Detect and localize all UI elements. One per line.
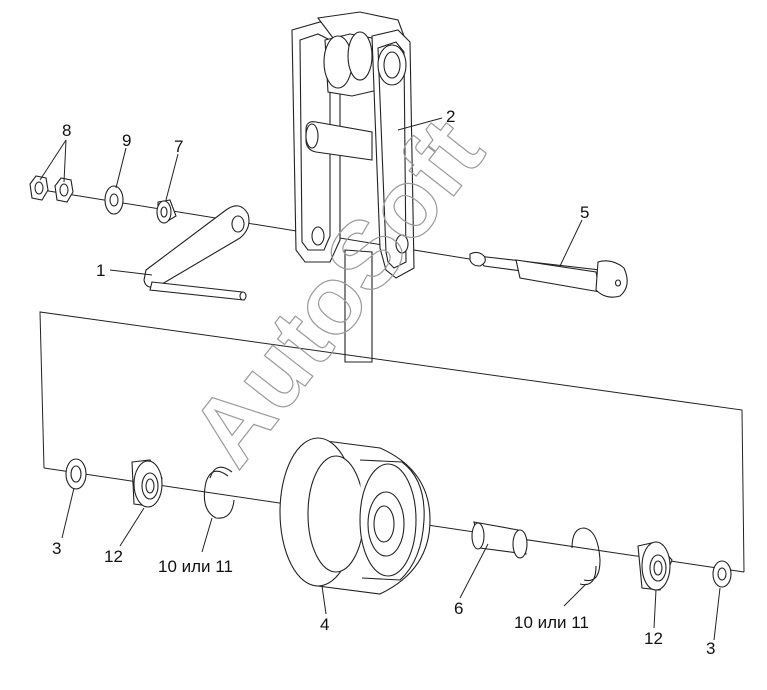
pulley-part-4 (279, 437, 431, 595)
lever-part-1 (143, 205, 250, 301)
leader-lines (39, 117, 721, 641)
label-part-8: 8 (62, 121, 71, 140)
sleeve-part-6 (471, 521, 528, 559)
nut-part-8 (29, 175, 74, 203)
label-part-4: 4 (320, 615, 329, 634)
label-part-7: 7 (174, 137, 183, 156)
label-part-12-right: 12 (644, 629, 663, 648)
label-part-3-right: 3 (706, 639, 715, 658)
label-part-6: 6 (454, 599, 463, 618)
label-part-3-left: 3 (52, 539, 61, 558)
spacer-part-3-left (65, 458, 87, 490)
circlip-part-10-right (571, 527, 601, 586)
part-labels: 8 9 7 1 2 5 3 12 10 или 11 4 6 10 или 11… (52, 107, 715, 658)
label-part-10-right: 10 или 11 (514, 613, 589, 632)
label-part-12-left: 12 (104, 547, 123, 566)
label-part-10-left: 10 или 11 (158, 557, 233, 576)
pin-part-5 (469, 251, 628, 298)
bearing-part-12-right (637, 541, 673, 591)
label-part-5: 5 (580, 203, 589, 222)
label-part-9: 9 (122, 131, 131, 150)
label-part-2: 2 (446, 107, 455, 126)
circlip-part-10-left (203, 466, 235, 519)
spacer-part-3-right (712, 560, 732, 588)
bearing-part-12-left (131, 459, 163, 508)
bushing-part-7 (156, 199, 177, 224)
washer-part-9 (104, 185, 124, 215)
bracket-arm-part-2 (291, 11, 415, 363)
label-part-1: 1 (96, 261, 105, 280)
